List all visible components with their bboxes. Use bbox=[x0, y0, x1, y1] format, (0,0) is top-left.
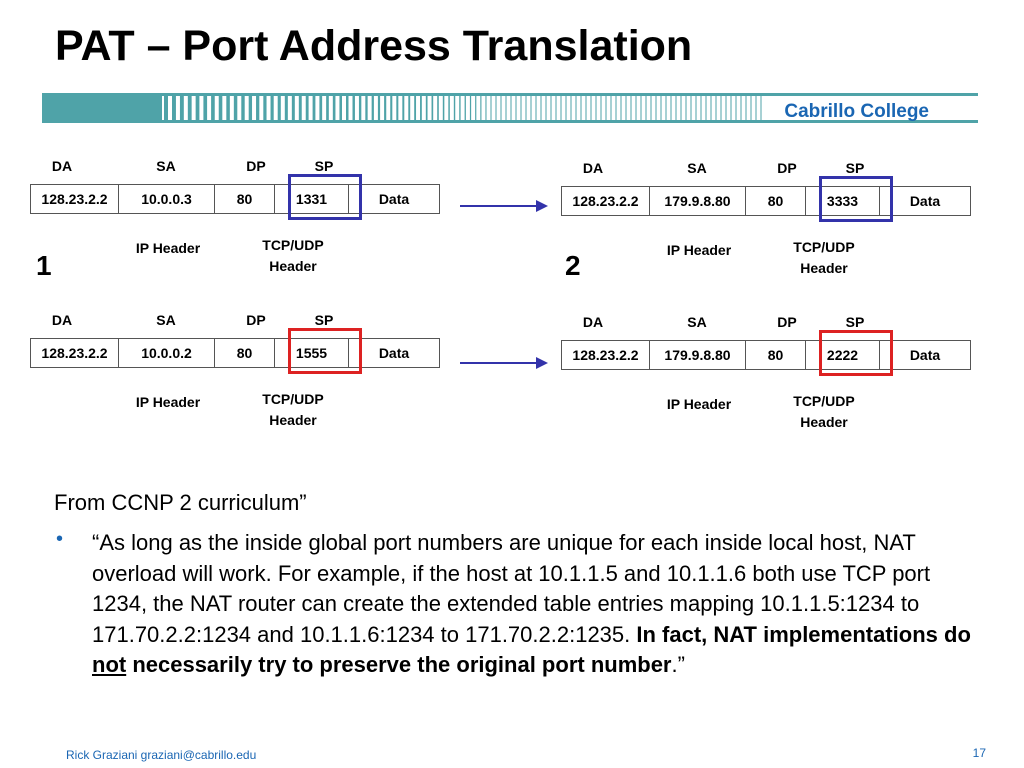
ip-header-label: IP Header bbox=[666, 242, 732, 258]
tcp-udp-header-label: TCP/UDP Header bbox=[262, 237, 324, 274]
cell-destination-port: 80 bbox=[215, 185, 275, 213]
page-number: 17 bbox=[972, 746, 986, 760]
ip-header-label: IP Header bbox=[135, 394, 201, 410]
quote-bold-1: In fact, NAT implementations do bbox=[636, 621, 971, 647]
field-label-sp: SP bbox=[845, 314, 865, 330]
field-label-dp: DP bbox=[777, 314, 797, 330]
field-label-sa: SA bbox=[687, 314, 707, 330]
field-label-dp: DP bbox=[246, 158, 266, 174]
arrow-right-icon bbox=[460, 357, 548, 369]
brand-bar bbox=[42, 93, 978, 123]
source-port-highlight bbox=[288, 328, 362, 374]
field-label-dp: DP bbox=[777, 160, 797, 176]
cell-destination-port: 80 bbox=[746, 341, 806, 369]
source-port-highlight bbox=[288, 174, 362, 220]
cell-source-address: 10.0.0.2 bbox=[119, 339, 215, 367]
cell-source-address: 179.9.8.80 bbox=[650, 187, 746, 215]
step-label-1: 1 bbox=[36, 250, 52, 281]
quote-bold-2: necessarily try to preserve the original… bbox=[126, 652, 672, 677]
field-label-sp: SP bbox=[845, 160, 865, 176]
cell-destination-port: 80 bbox=[215, 339, 275, 367]
ip-header-label: IP Header bbox=[666, 396, 732, 412]
cell-destination-address: 128.23.2.2 bbox=[31, 185, 119, 213]
cell-source-port: 2222 bbox=[806, 341, 880, 369]
tcp-udp-header-label: TCP/UDP Header bbox=[793, 393, 855, 430]
quote-end: .” bbox=[671, 652, 685, 677]
cell-source-port: 3333 bbox=[806, 187, 880, 215]
ip-header-label: IP Header bbox=[135, 240, 201, 256]
cell-data: Data bbox=[909, 193, 941, 209]
source-port-highlight bbox=[819, 176, 893, 222]
college-logo-text: Cabrillo College bbox=[784, 101, 929, 122]
quote-underline: not bbox=[92, 652, 127, 677]
field-label-da: DA bbox=[51, 158, 73, 174]
footer-author: Rick Graziani graziani@cabrillo.edu bbox=[66, 748, 257, 762]
cell-source-port: 1331 bbox=[275, 185, 349, 213]
field-label-sa: SA bbox=[156, 312, 176, 328]
step-label-2: 2 bbox=[565, 250, 581, 281]
field-label-sp: SP bbox=[314, 158, 334, 174]
quote-text: “As long as the inside global port numbe… bbox=[92, 528, 972, 681]
field-label-dp: DP bbox=[246, 312, 266, 328]
cell-destination-address: 128.23.2.2 bbox=[31, 339, 119, 367]
field-label-da: DA bbox=[582, 160, 604, 176]
field-label-sp: SP bbox=[314, 312, 334, 328]
source-port-highlight bbox=[819, 330, 893, 376]
cell-data: Data bbox=[378, 345, 410, 361]
source-note: From CCNP 2 curriculum” bbox=[54, 490, 307, 515]
arrow-right-icon bbox=[460, 200, 548, 212]
field-label-sa: SA bbox=[687, 160, 707, 176]
cell-data: Data bbox=[909, 347, 941, 363]
field-label-sa: SA bbox=[156, 158, 176, 174]
cell-destination-port: 80 bbox=[746, 187, 806, 215]
cell-data: Data bbox=[378, 191, 410, 207]
cell-destination-address: 128.23.2.2 bbox=[562, 341, 650, 369]
tcp-udp-header-label: TCP/UDP Header bbox=[793, 239, 855, 276]
cell-source-address: 179.9.8.80 bbox=[650, 341, 746, 369]
field-label-da: DA bbox=[582, 314, 604, 330]
slide-title: PAT – Port Address Translation bbox=[55, 22, 693, 70]
bullet-icon: • bbox=[56, 528, 64, 550]
quote-plain: “As long as the inside global port numbe… bbox=[92, 530, 931, 647]
cell-destination-address: 128.23.2.2 bbox=[562, 187, 650, 215]
cell-source-port: 1555 bbox=[275, 339, 349, 367]
field-label-da: DA bbox=[51, 312, 73, 328]
cell-source-address: 10.0.0.3 bbox=[119, 185, 215, 213]
tcp-udp-header-label: TCP/UDP Header bbox=[262, 391, 324, 428]
